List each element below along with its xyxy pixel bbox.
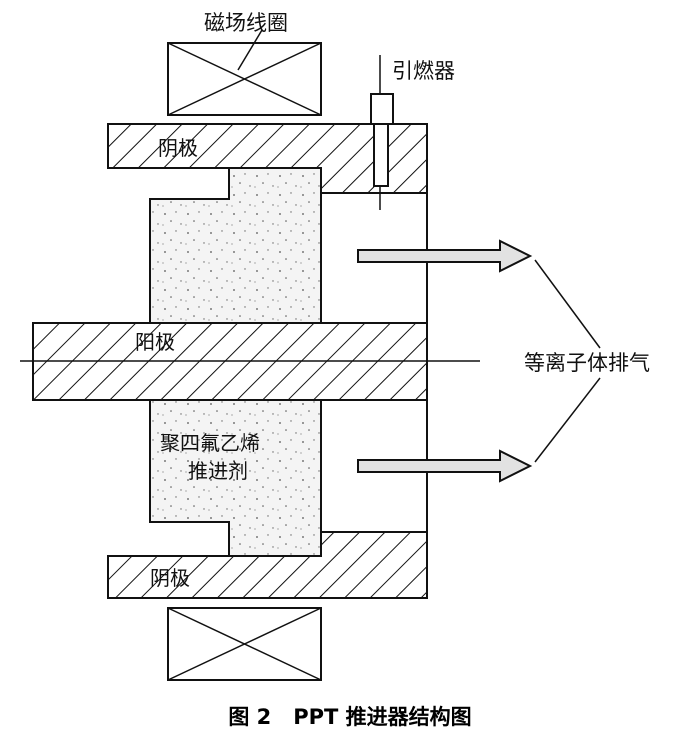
magnetic-coil-bottom <box>167 607 322 681</box>
label-cathode-bottom: 阴极 <box>150 566 190 590</box>
magnetic-coil-top <box>167 42 322 116</box>
propellant-upper <box>149 167 322 324</box>
label-magnetic-coil: 磁场线圈 <box>204 11 288 35</box>
leader-exhaust-upper <box>534 259 601 349</box>
exhaust-arrow-lower <box>357 449 533 483</box>
label-propellant-line1: 聚四氟乙烯 <box>160 431 260 455</box>
label-propellant-line2: 推进剂 <box>188 459 248 483</box>
label-anode: 阳极 <box>135 330 175 354</box>
exhaust-arrow-upper <box>357 239 533 273</box>
label-igniter: 引燃器 <box>392 59 455 83</box>
label-plasma-exhaust: 等离子体排气 <box>524 351 650 375</box>
leader-coil <box>237 29 263 71</box>
figure-caption: 图 2 PPT 推进器结构图 <box>228 705 471 729</box>
igniter <box>370 55 394 210</box>
leader-exhaust-lower <box>534 377 601 463</box>
label-cathode-top: 阴极 <box>158 136 198 160</box>
